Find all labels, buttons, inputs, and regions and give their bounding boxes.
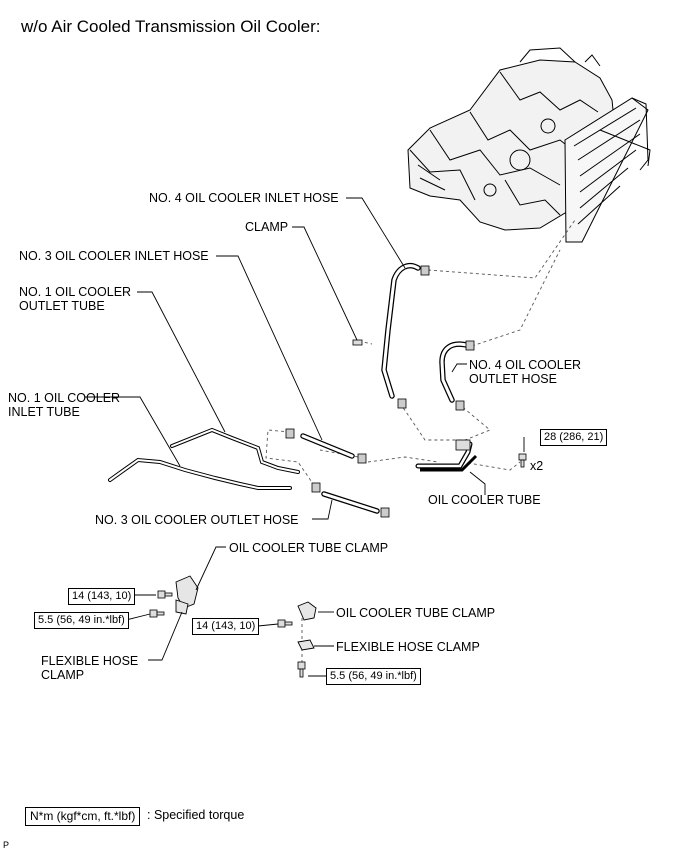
- bolt-icon: [149, 590, 173, 618]
- legend-description: : Specified torque: [147, 808, 245, 822]
- label-flexible-hose-clamp-left-line1: FLEXIBLE HOSE: [41, 654, 139, 668]
- radiator: [564, 97, 651, 243]
- label-no4-oil-cooler-outlet-hose-line1: NO. 4 OIL COOLER: [469, 358, 582, 372]
- torque-spec-5-5-right: 5.5 (56, 49 in.*lbf): [326, 668, 421, 685]
- no1-outlet-tube: [170, 427, 300, 474]
- label-oil-cooler-tube-clamp-right: OIL COOLER TUBE CLAMP: [336, 606, 496, 620]
- label-clamp: CLAMP: [245, 220, 289, 234]
- inlet-hose-clamp: [352, 339, 363, 346]
- label-no1-oil-cooler-outlet-tube-line2: OUTLET TUBE: [19, 299, 105, 313]
- legend-torque-unit: N*m (kgf*cm, ft.*lbf): [25, 807, 141, 826]
- diagram-title: w/o Air Cooled Transmission Oil Cooler:: [21, 17, 321, 36]
- hose-clips: [285, 265, 475, 518]
- label-no1-oil-cooler-inlet-tube-line1: NO. 1 OIL COOLER: [8, 391, 121, 405]
- label-no4-oil-cooler-inlet-hose: NO. 4 OIL COOLER INLET HOSE: [149, 191, 339, 205]
- label-no3-oil-cooler-inlet-hose: NO. 3 OIL COOLER INLET HOSE: [19, 249, 209, 263]
- no4-outlet-hose: [439, 341, 473, 403]
- label-no4-oil-cooler-outlet-hose-line2: OUTLET HOSE: [469, 372, 557, 386]
- page-mark: P: [3, 840, 10, 850]
- oil-cooler-tube-clamp-assembly-right: [297, 601, 317, 651]
- label-oil-cooler-tube: OIL COOLER TUBE: [428, 493, 541, 507]
- label-no1-oil-cooler-inlet-tube-line2: INLET TUBE: [8, 405, 80, 419]
- label-bolt-quantity: x2: [530, 459, 544, 473]
- oil-cooler-tube-clamp-assembly-left: [175, 575, 199, 615]
- label-flexible-hose-clamp-left-line2: CLAMP: [41, 668, 85, 682]
- label-no3-oil-cooler-outlet-hose: NO. 3 OIL COOLER OUTLET HOSE: [95, 513, 299, 527]
- torque-spec-28: 28 (286, 21): [540, 429, 608, 446]
- bolt-icon: [277, 619, 306, 678]
- leader-lines: [85, 197, 525, 677]
- oil-cooler-tube: [415, 439, 478, 472]
- bolt-icon: [518, 453, 527, 468]
- label-no1-oil-cooler-outlet-tube-line1: NO. 1 OIL COOLER: [19, 285, 132, 299]
- torque-spec-14-right: 14 (143, 10): [192, 618, 260, 635]
- label-oil-cooler-tube-clamp-left: OIL COOLER TUBE CLAMP: [229, 541, 389, 555]
- label-flexible-hose-clamp-right: FLEXIBLE HOSE CLAMP: [336, 640, 480, 654]
- engine-assembly: [407, 47, 616, 231]
- torque-spec-5-5-left: 5.5 (56, 49 in.*lbf): [34, 612, 129, 629]
- torque-spec-14-left: 14 (143, 10): [68, 588, 136, 605]
